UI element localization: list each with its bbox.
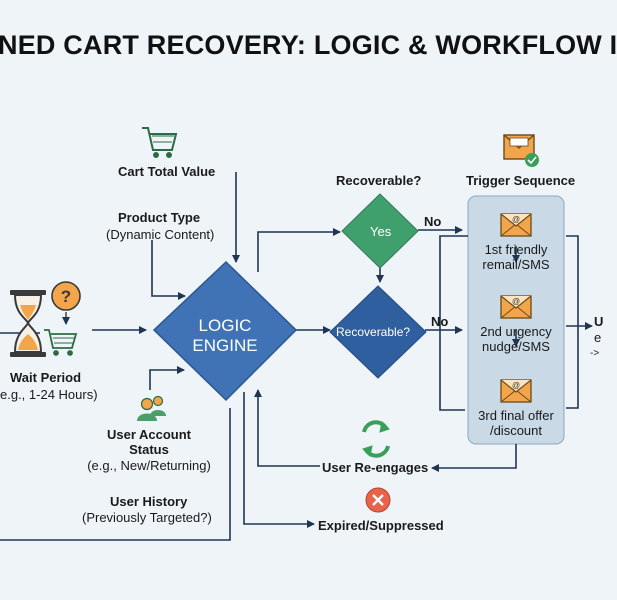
user-account-label-1: User Account (106, 427, 192, 442)
trigger-step1-line2: remail/SMS (482, 257, 550, 272)
user-history-sub: (Previously Targeted?) (82, 510, 212, 525)
logic-engine-label: LOGIC ENGINE (170, 316, 280, 356)
question-bubble-icon: ? (51, 281, 81, 311)
yes-diamond (341, 193, 419, 269)
envelope-icon-2: @ (500, 295, 532, 319)
svg-text:?: ? (61, 287, 71, 306)
right-edge-letter: U (594, 314, 604, 329)
hourglass-icon (10, 290, 46, 357)
wait-period-sub: e.g., 1-24 Hours) (0, 387, 98, 402)
cart-total-label: Cart Total Value (118, 164, 216, 179)
recoverable-second-label: Recoverable? (336, 325, 411, 339)
workflow-diagram: ? @ @ @ (0, 127, 593, 541)
envelope-icon-1: @ (500, 213, 532, 237)
trigger-step1-line1: 1st friendly (484, 242, 548, 257)
trigger-step2-line1: 2nd urgency (480, 324, 552, 339)
user-group-icon (137, 395, 166, 421)
connectors (0, 172, 593, 541)
wait-period-label: Wait Period (10, 370, 82, 385)
shopping-cart-icon (142, 127, 178, 158)
yes-label: Yes (370, 224, 392, 239)
envelope-check-icon (503, 134, 539, 167)
trigger-step2-line2: nudge/SMS (482, 339, 550, 354)
user-account-sub: (e.g., New/Returning) (87, 458, 211, 473)
user-history-label: User History (110, 494, 188, 509)
trigger-sequence-title: Trigger Sequence (466, 173, 576, 188)
envelope-icon-3: @ (500, 379, 532, 403)
recoverable-question-label: Recoverable? (336, 173, 422, 188)
trigger-step3-line2: /discount (489, 423, 543, 438)
trigger-step3-line1: 3rd final offer (478, 408, 554, 423)
expired-label: Expired/Suppressed (318, 518, 444, 533)
svg-text:@: @ (512, 215, 520, 224)
logic-engine-line2: ENGINE (192, 336, 258, 355)
product-type-sub: (Dynamic Content) (106, 227, 215, 242)
user-account-label-2: Status (129, 442, 169, 457)
reengages-label: User Re-engages (322, 460, 429, 475)
refresh-icon (362, 420, 390, 458)
right-edge-line3: -> (590, 348, 600, 359)
shopping-cart-icon-small (44, 312, 78, 356)
page-title: NED CART RECOVERY: LOGIC & WORKFLOW I (0, 30, 617, 60)
x-circle-icon (365, 487, 391, 513)
logic-engine-diamond (152, 260, 298, 402)
logic-engine-line1: LOGIC (198, 316, 252, 335)
svg-text:@: @ (512, 381, 520, 390)
product-type-label: Product Type (118, 210, 201, 225)
no-label-top: No (424, 214, 442, 229)
svg-text:@: @ (512, 297, 520, 306)
no-label-bottom: No (431, 314, 449, 329)
recoverable-diamond (329, 285, 427, 379)
right-edge-line2: e (594, 330, 602, 345)
